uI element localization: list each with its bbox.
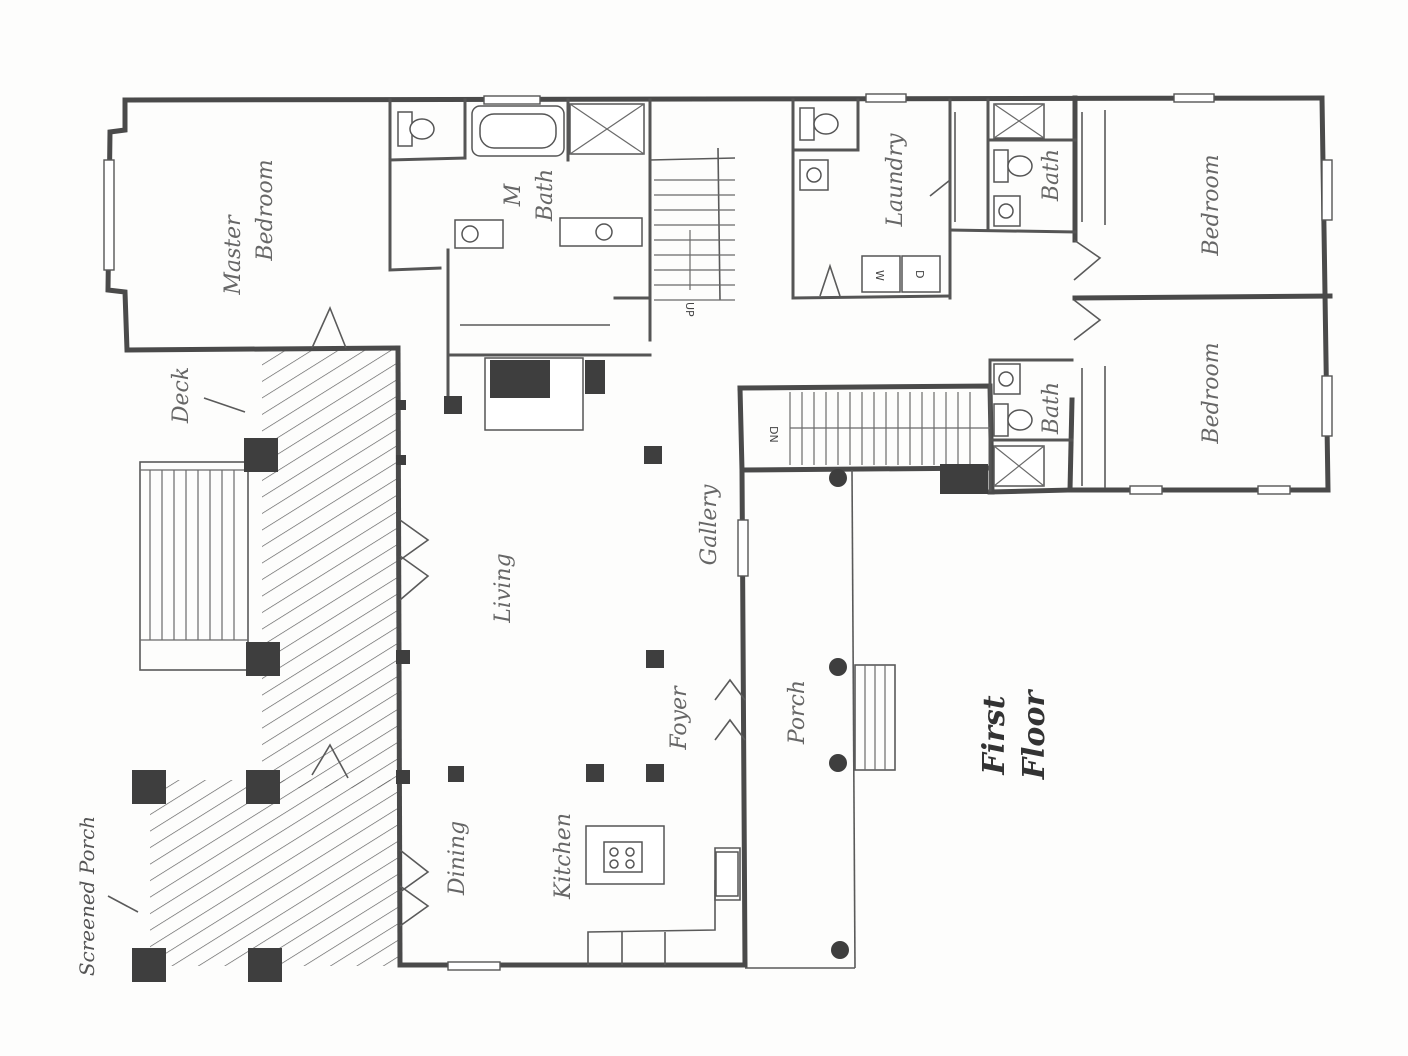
m-bath-label-line1: M	[501, 183, 526, 207]
kitchen-label: Kitchen	[551, 813, 576, 900]
foyer-label: Foyer	[667, 685, 692, 751]
living-label: Living	[491, 553, 516, 623]
doors	[311, 178, 1102, 927]
bedroom-upper-label: Bedroom	[1199, 154, 1224, 256]
bath-fixtures: W D	[397, 103, 1045, 897]
room-labels: Master Bedroom M Bath Laundry Bath Bedro…	[75, 133, 1224, 976]
deck-leader	[203, 397, 246, 413]
screened-porch-label: Screened Porch	[75, 816, 99, 976]
main-stairs: DN	[767, 392, 990, 494]
m-bath-label-line2: Bath	[533, 169, 558, 222]
master-bedroom-label-line1: Master	[221, 214, 246, 296]
dryer-label: D	[913, 270, 926, 278]
screened-porch-leader	[107, 895, 139, 913]
stair-up-label: UP	[683, 302, 696, 317]
fireplace	[484, 357, 605, 431]
bath-upper-label: Bath	[1039, 149, 1064, 202]
interior-walls	[388, 98, 1077, 965]
closets	[460, 110, 1106, 488]
deck-stairs	[139, 461, 249, 671]
gallery-label: Gallery	[697, 484, 722, 565]
porch-label: Porch	[785, 680, 810, 745]
stair-dn-label: DN	[767, 426, 780, 443]
floor-title: First Floor	[977, 689, 1052, 781]
windows	[103, 93, 1333, 971]
upper-stairs: UP	[654, 179, 735, 317]
floor-title-line1: First	[977, 695, 1012, 775]
laundry-label: Laundry	[883, 133, 908, 228]
master-bedroom-label-line2: Bedroom	[253, 159, 278, 261]
bedroom-lower-label: Bedroom	[1199, 342, 1224, 444]
deck-hatch	[150, 348, 398, 966]
dining-label: Dining	[445, 821, 470, 896]
floor-title-line2: Floor	[1017, 689, 1052, 781]
porch-steps	[745, 469, 896, 969]
posts	[132, 396, 849, 982]
deck-label: Deck	[169, 367, 194, 424]
washer-label: W	[873, 270, 886, 281]
bath-lower-label: Bath	[1039, 382, 1064, 435]
